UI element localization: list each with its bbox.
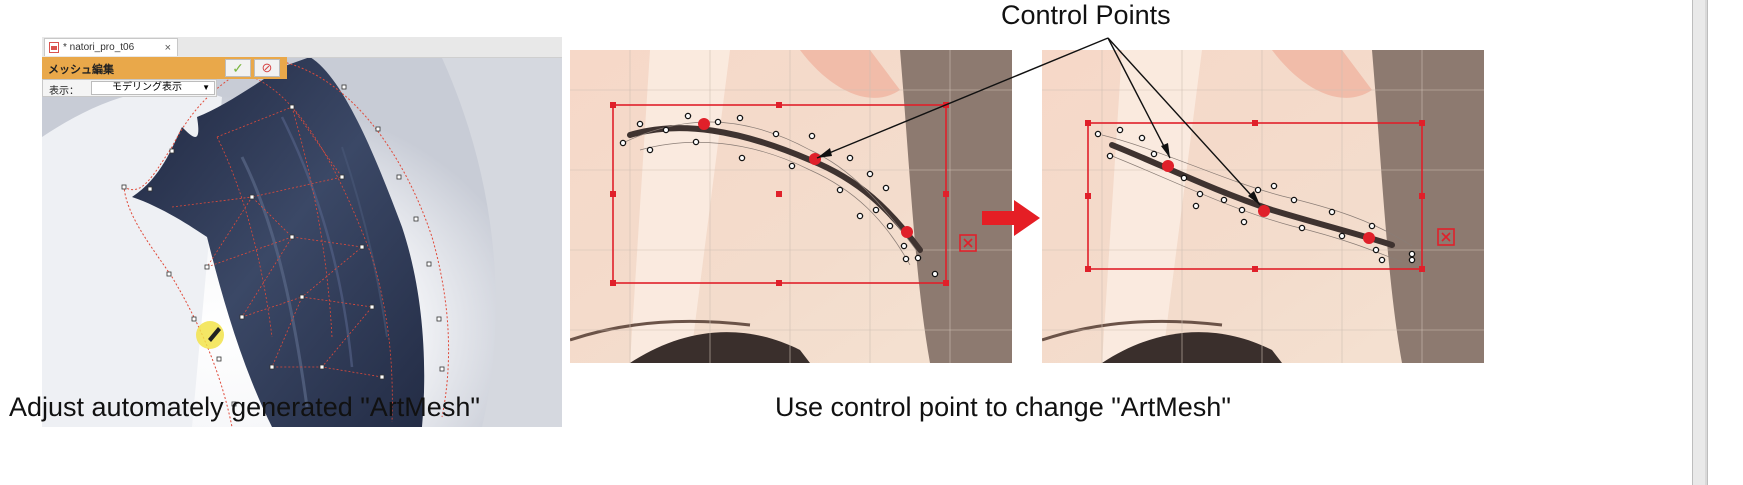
mesh-outline xyxy=(123,58,450,427)
after-screenshot xyxy=(1042,50,1484,363)
chevron-down-icon: ▼ xyxy=(202,83,210,92)
document-tab-label: * natori_pro_t06 xyxy=(63,42,135,53)
side-hair xyxy=(900,50,1012,363)
view-mode-select[interactable]: モデリング表示 ▼ xyxy=(91,81,215,95)
window-scrollbar[interactable] xyxy=(1690,0,1743,485)
mesh-vertices[interactable] xyxy=(121,56,445,407)
view-mode-label: 表示： xyxy=(49,86,79,97)
pen-cursor-icon xyxy=(208,327,221,342)
document-tab[interactable]: * natori_pro_t06 × xyxy=(44,38,178,56)
callout-lines xyxy=(816,37,1261,206)
x-box-icon[interactable] xyxy=(1437,228,1455,246)
x-box-icon[interactable] xyxy=(959,234,977,252)
mesh-points[interactable] xyxy=(1094,126,1416,264)
control-points[interactable] xyxy=(1162,160,1375,244)
file-icon xyxy=(49,42,59,53)
left-caption: Adjust automately generated "ArtMesh" xyxy=(9,392,480,422)
before-screenshot xyxy=(570,50,1012,363)
mesh-canvas xyxy=(42,37,562,427)
confirm-button[interactable]: ✓ xyxy=(225,59,251,77)
eyebrow xyxy=(1109,142,1395,248)
mesh-triangles xyxy=(171,76,393,423)
check-icon: ✓ xyxy=(232,60,244,76)
background-hair-shade xyxy=(432,37,562,427)
prohibit-icon: ⊘ xyxy=(261,60,273,75)
view-mode-value: モデリング表示 xyxy=(112,82,182,93)
right-caption: Use control point to change "ArtMesh" xyxy=(775,392,1231,422)
cancel-button[interactable]: ⊘ xyxy=(254,59,280,77)
hair-strand xyxy=(132,57,425,427)
side-hair xyxy=(1372,50,1484,363)
deformer-handles[interactable] xyxy=(1085,120,1425,272)
control-points[interactable] xyxy=(698,118,913,238)
mesh-editor-screenshot: * natori_pro_t06 × メッシュ編集 ✓ ⊘ 表示： モデリング表… xyxy=(42,37,562,427)
scrollbar-thumb[interactable] xyxy=(1693,0,1705,485)
document-tabbar: * natori_pro_t06 × xyxy=(42,37,562,58)
view-mode-row: 表示： モデリング表示 ▼ xyxy=(42,79,217,97)
mesh-points[interactable] xyxy=(619,112,939,278)
right-arrow-icon xyxy=(982,200,1040,236)
mesh-edit-title: メッシュ編集 xyxy=(48,64,114,76)
callout-label: Control Points xyxy=(1001,0,1171,30)
tab-close-icon[interactable]: × xyxy=(164,42,171,54)
cursor-highlight xyxy=(196,321,224,349)
